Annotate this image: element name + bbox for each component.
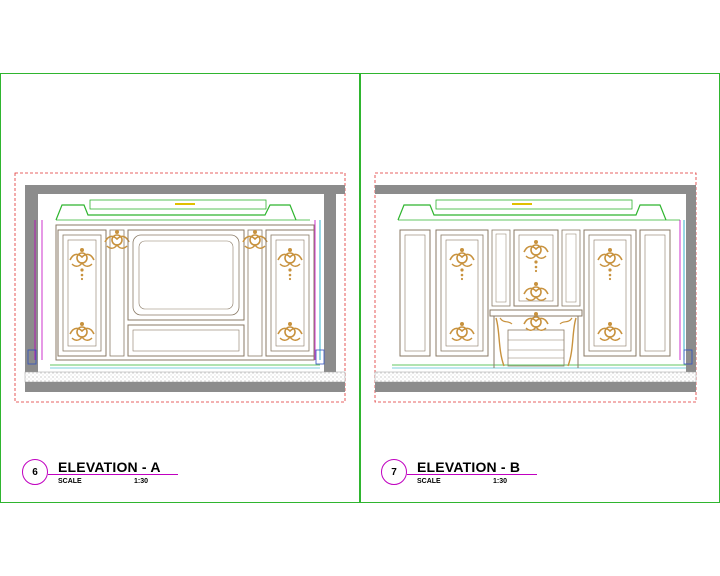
scale-value: 1:30 — [134, 478, 149, 485]
scale-value: 1:30 — [493, 478, 508, 485]
drawing-number-callout: 7 — [381, 459, 407, 485]
elevation-a-drawing — [14, 172, 346, 403]
scale-label: SCALE — [417, 478, 441, 485]
elevation-title: ELEVATION - B — [417, 459, 521, 475]
elevation-a-title-block: 6 ELEVATION - A SCALE 1:30 — [22, 459, 202, 499]
scale-label: SCALE — [58, 478, 82, 485]
elevation-b-drawing — [374, 172, 697, 403]
title-underline — [48, 474, 178, 475]
sheet-frame-left — [0, 73, 360, 503]
title-underline — [407, 474, 537, 475]
elevation-b-title-block: 7 ELEVATION - B SCALE 1:30 — [381, 459, 561, 499]
elevation-title: ELEVATION - A — [58, 459, 161, 475]
drawing-number-callout: 6 — [22, 459, 48, 485]
